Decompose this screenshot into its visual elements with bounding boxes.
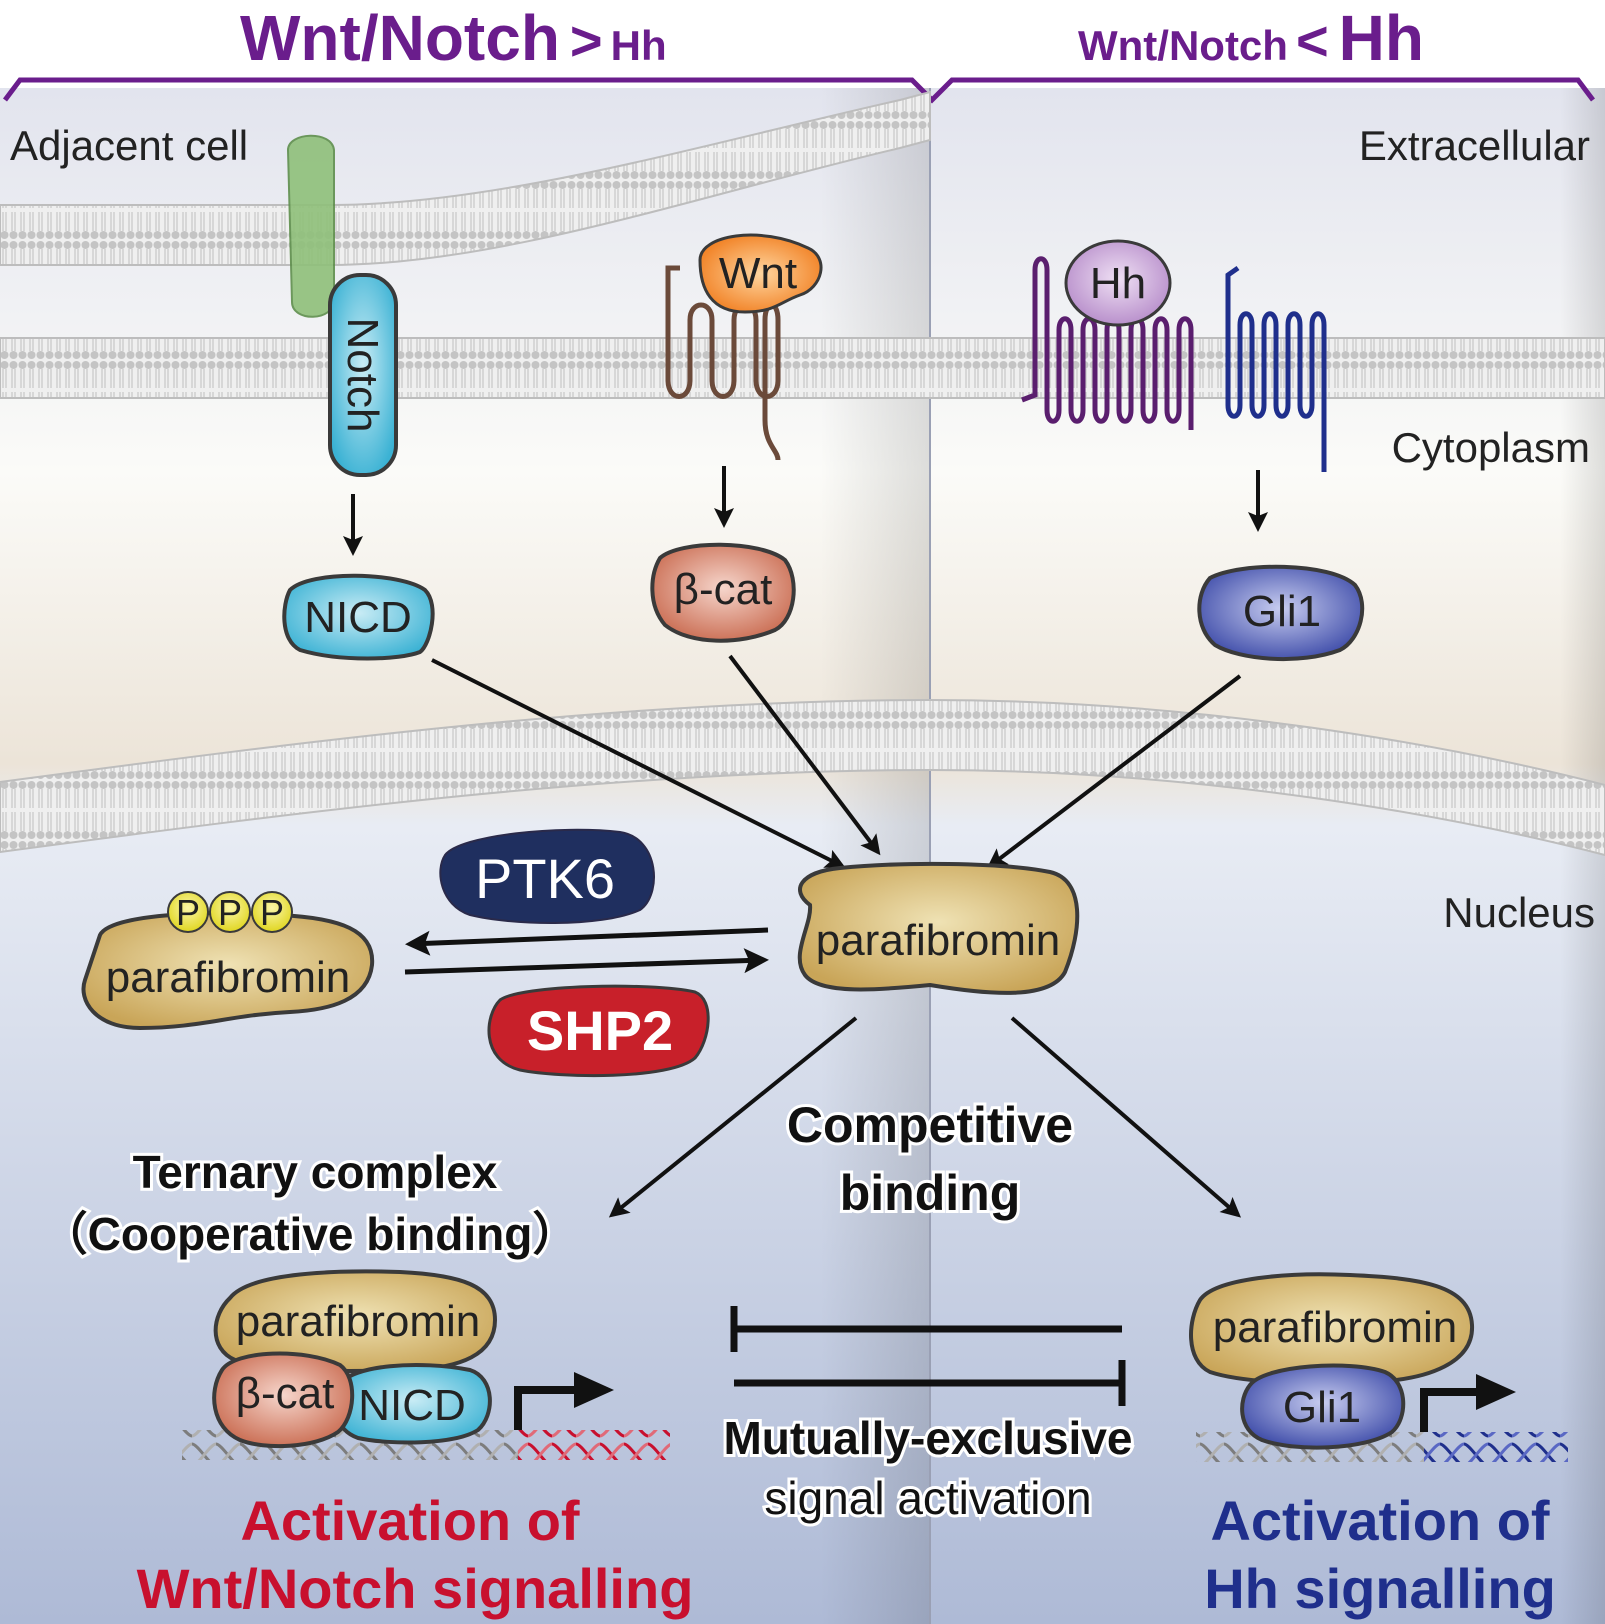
bcat-label: β-cat — [674, 565, 773, 614]
hh-ligand — [1064, 239, 1172, 327]
arrow-to-gli1-complex — [1010, 1016, 1242, 1218]
wnt-ligand — [698, 233, 823, 314]
cytoplasm-label: Cytoplasm — [1392, 424, 1590, 471]
phosphate-3 — [251, 891, 293, 933]
outcome-left-line1: Activation of — [240, 1489, 579, 1552]
outcome-right-line2: Hh signalling — [1204, 1557, 1556, 1620]
complex-right-parafibromin — [1189, 1272, 1475, 1386]
ternary-parafibromin-label: parafibromin — [236, 1297, 481, 1346]
nicd-label: NICD — [304, 593, 412, 642]
phosphate-3-label: P — [260, 892, 284, 933]
page-fold-shadow — [820, 88, 930, 1624]
ternary-bcat — [212, 1351, 355, 1449]
ternary-nicd-label: NICD — [358, 1381, 466, 1430]
smoothened-receptor — [1225, 265, 1327, 472]
cooperative-binding-label: （Cooperative binding） — [42, 1208, 579, 1260]
nuclear-membrane — [0, 698, 1605, 857]
parafibromin-center-label: parafibromin — [816, 916, 1061, 965]
phospho-parafibromin-label: parafibromin — [106, 953, 351, 1002]
adjacent-cell-label: Adjacent cell — [10, 122, 248, 169]
parafibromin-center — [797, 861, 1080, 995]
shp2-label: SHP2 — [527, 999, 673, 1062]
nicd-protein — [282, 573, 435, 661]
complex-right-gli1-label: Gli1 — [1283, 1383, 1361, 1432]
ptk6-label: PTK6 — [475, 847, 615, 910]
tss-arrow-right — [1420, 1388, 1480, 1432]
header-left: Wnt/Notch>Hh — [240, 2, 667, 74]
wnt-label: Wnt — [719, 249, 797, 298]
tss-arrowhead-right — [1476, 1374, 1516, 1410]
bcat-protein — [650, 542, 796, 643]
arrow-nicd-to-parafibromin — [431, 658, 846, 868]
mutually-exclusive-label: Mutually-exclusive — [723, 1412, 1132, 1464]
shp2-protein — [487, 984, 710, 1078]
phosphate-2-label: P — [218, 892, 242, 933]
arrow-to-ternary-complex — [608, 1016, 858, 1218]
nucleus-label: Nucleus — [1443, 889, 1595, 936]
header-bracket — [3, 77, 1595, 104]
signal-activation-label: signal activation — [764, 1472, 1091, 1524]
ternary-complex-label: Ternary complex — [133, 1146, 498, 1198]
arrow-phospho-to-dephospho — [404, 948, 769, 975]
ternary-nicd — [333, 1363, 492, 1445]
arrow-dephospho-to-phospho — [405, 927, 769, 956]
complex-right-gli1 — [1240, 1363, 1406, 1450]
phosphate-2 — [209, 891, 251, 933]
dna-right-target — [1424, 1432, 1568, 1462]
extracellular-label: Extracellular — [1359, 122, 1590, 169]
phosphate-1 — [167, 891, 209, 933]
competitive-binding-label: Competitive — [787, 1097, 1073, 1153]
notch-receptor — [328, 273, 398, 477]
gli1-label: Gli1 — [1243, 587, 1321, 636]
arrow-bcat-to-parafibromin — [728, 654, 881, 856]
right-edge-shadow — [1560, 88, 1605, 1624]
outcome-left-line2: Wnt/Notch signalling — [137, 1557, 694, 1620]
plasma-membrane — [0, 337, 1605, 399]
complex-right-parafibromin-label: parafibromin — [1213, 1303, 1458, 1352]
arrow-gli1-to-parafibromin — [986, 674, 1242, 869]
adjacent-cell-membrane — [0, 90, 931, 266]
hh-label: Hh — [1090, 259, 1146, 308]
gli1-protein — [1197, 564, 1365, 662]
ptk6-protein — [439, 828, 655, 924]
dna-left-target — [518, 1430, 670, 1460]
phosphate-1-label: P — [176, 892, 200, 933]
ternary-bcat-label: β-cat — [236, 1369, 335, 1418]
tss-arrowhead-left — [574, 1372, 614, 1408]
outcome-right-line1: Activation of — [1210, 1489, 1549, 1552]
tss-arrow-left — [514, 1386, 578, 1430]
header-right: Wnt/Notch<Hh — [1078, 2, 1424, 74]
delta-ligand — [286, 134, 335, 318]
notch-label: Notch — [338, 318, 387, 433]
competitive-binding-label-2: binding — [840, 1165, 1021, 1221]
